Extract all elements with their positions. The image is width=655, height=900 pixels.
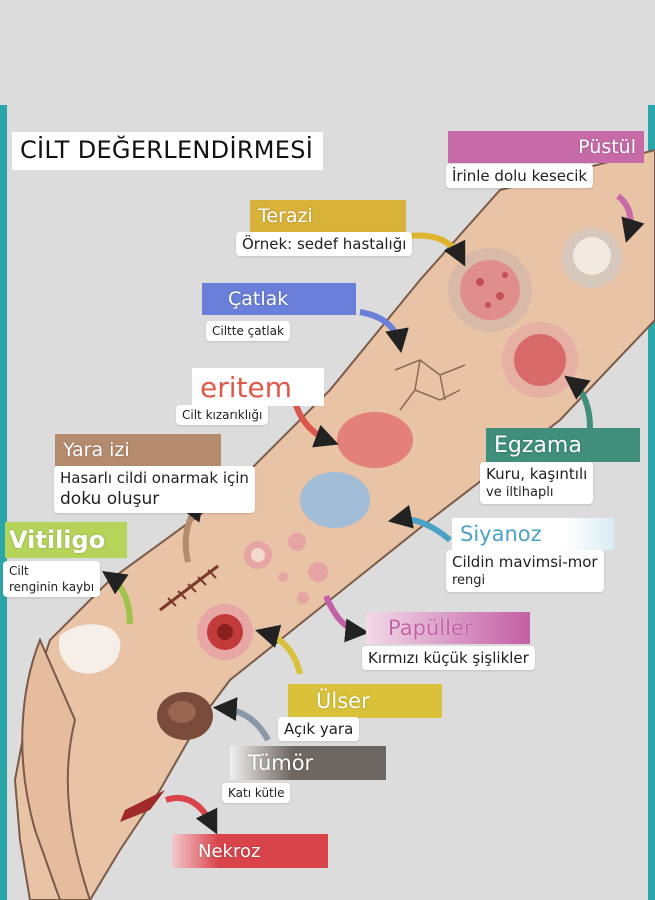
yara-izi-label-band: Yara izi (55, 434, 221, 466)
terazi-label-band: Terazi (250, 200, 406, 232)
papuller-label-band: Papüller (366, 612, 530, 644)
tumor-name: Tümör (248, 751, 314, 775)
papuller-name: Papüller (388, 616, 473, 640)
yara-izi-name: Yara izi (63, 439, 130, 461)
siyanoz-desc-line1: Cildin mavimsi-mor (452, 553, 598, 571)
vitiligo-label-band: Vitiligo (5, 522, 127, 558)
tumor-description: Katı kütle (222, 783, 291, 804)
egzama-desc-line1: Kuru, kaşıntılı (486, 465, 588, 483)
eritem-description: Cilt kızarıklığı (176, 405, 269, 426)
vitiligo-desc-line1: Cilt (9, 564, 29, 578)
vitiligo-description: Cilt renginin kaybı (3, 561, 101, 598)
egzama-desc-line2: ve iltihaplı (486, 485, 554, 501)
page-title: CİLT DEĞERLENDİRMESİ (12, 132, 324, 170)
catlak-name: Çatlak (228, 288, 289, 310)
terazi-name: Terazi (258, 205, 313, 227)
terazi-description: Örnek: sedef hastalığı (236, 232, 413, 257)
pustul-description: İrinle dolu kesecik (446, 164, 594, 189)
egzama-label-band: Egzama (486, 428, 640, 462)
eritem-name: eritem (200, 370, 292, 404)
vitiligo-desc-line2: renginin kaybı (9, 580, 95, 595)
ulser-name: Ülser (316, 689, 370, 713)
egzama-name: Egzama (494, 432, 582, 458)
pustul-label-band: Püstül (448, 131, 644, 163)
yara-izi-description: Hasarlı cildi onarmak için doku oluşur (54, 466, 255, 514)
egzama-description: Kuru, kaşıntılı ve iltihaplı (480, 462, 594, 504)
yara-izi-desc-line2: doku oluşur (60, 489, 160, 510)
nekroz-name: Nekroz (198, 840, 261, 862)
catlak-description: Ciltte çatlak (206, 321, 290, 342)
siyanoz-desc-line2: rengi (452, 573, 486, 589)
siyanoz-description: Cildin mavimsi-mor rengi (446, 550, 604, 592)
siyanoz-name: Siyanoz (460, 522, 542, 546)
eritem-label-band: eritem (192, 368, 324, 406)
ulser-description: Açık yara (278, 717, 360, 742)
papuller-description: Kırmızı küçük şişlikler (362, 646, 535, 671)
ulser-label-band: Ülser (288, 684, 442, 718)
tumor-label-band: Tümör (230, 746, 386, 780)
pustul-name: Püstül (578, 136, 636, 158)
vitiligo-name: Vitiligo (9, 526, 106, 554)
yara-izi-desc-line1: Hasarlı cildi onarmak için (60, 469, 249, 487)
catlak-label-band: Çatlak (202, 283, 356, 315)
nekroz-label-band: Nekroz (172, 834, 328, 868)
siyanoz-label-band: Siyanoz (452, 518, 614, 550)
